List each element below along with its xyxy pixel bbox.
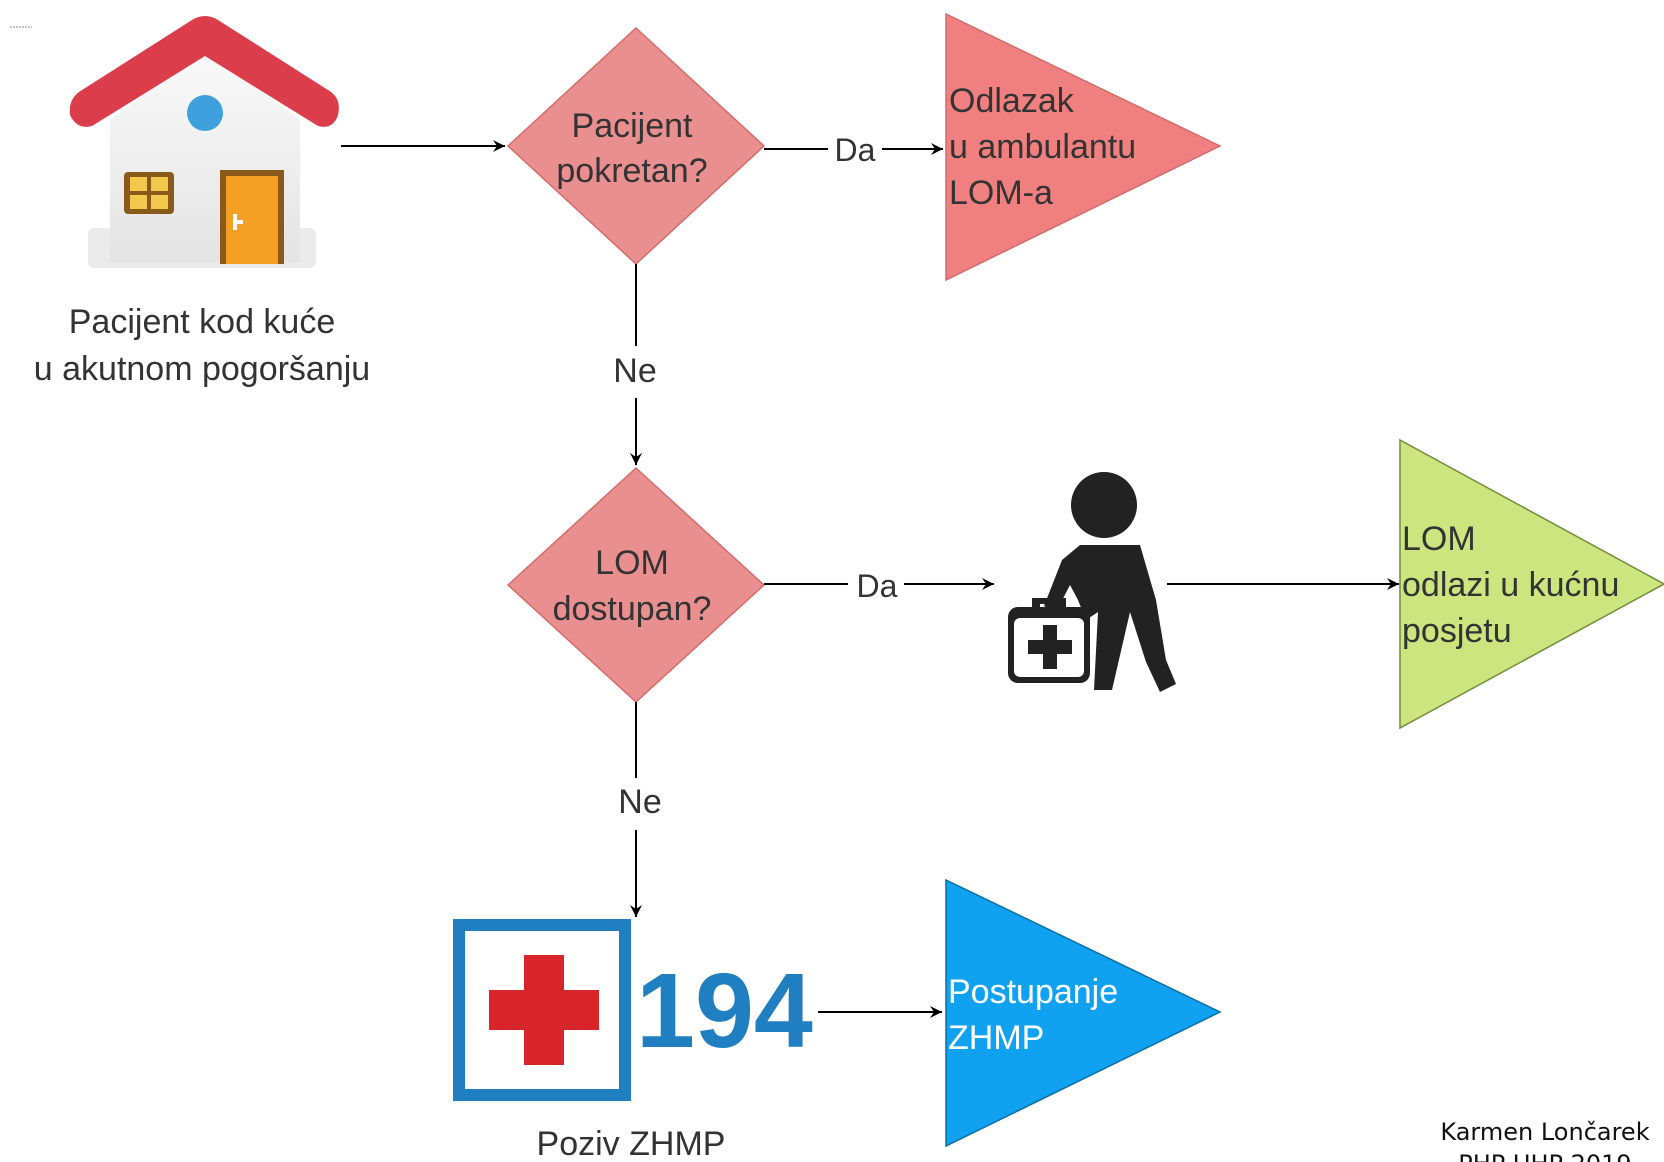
outcome-home-visit-triangle — [1399, 438, 1664, 730]
outcome-emergency-triangle — [945, 878, 1222, 1148]
decision-patient-mobile — [506, 26, 766, 266]
edge-label-no1: Ne — [613, 352, 656, 390]
outcome-ambulance-line3: LOM-a — [949, 174, 1053, 212]
outcome-ambulance-triangle — [945, 12, 1222, 282]
decision2-line1: LOM — [595, 544, 669, 582]
decision-lom-available — [506, 466, 766, 704]
edge-label-no2: Ne — [618, 783, 661, 821]
decision2-line2: dostupan? — [553, 590, 712, 628]
credit-line1: Karmen Lončarek — [1440, 1118, 1649, 1146]
decision1-line2: pokretan? — [556, 152, 707, 190]
emergency-194-logo — [453, 919, 631, 1101]
doctor-home-visit-icon — [1008, 472, 1176, 692]
outcome-ambulance-line2: u ambulantu — [949, 128, 1136, 166]
credit-line2: PHP UHP 2019 — [1458, 1150, 1631, 1162]
edge-label-yes1: Da — [835, 132, 876, 168]
outcome-emergency-line2: ZHMP — [948, 1019, 1044, 1057]
edge-label-yes2: Da — [857, 568, 898, 604]
outcome-home-visit-line2: odlazi u kućnu — [1402, 566, 1619, 604]
house-icon — [69, 16, 339, 268]
outcome-emergency-line1: Postupanje — [948, 973, 1118, 1011]
outcome-home-visit-line3: posjetu — [1402, 612, 1512, 650]
emergency-caption: Poziv ZHMP — [537, 1125, 726, 1162]
outcome-ambulance-line1: Odlazak — [949, 82, 1075, 120]
start-label-line2: u akutnom pogoršanju — [34, 350, 370, 388]
decision1-line1: Pacijent — [572, 107, 694, 145]
start-label-line1: Pacijent kod kuće — [69, 303, 336, 341]
emergency-number: 194 — [636, 952, 813, 1070]
outcome-home-visit-line1: LOM — [1402, 520, 1476, 558]
